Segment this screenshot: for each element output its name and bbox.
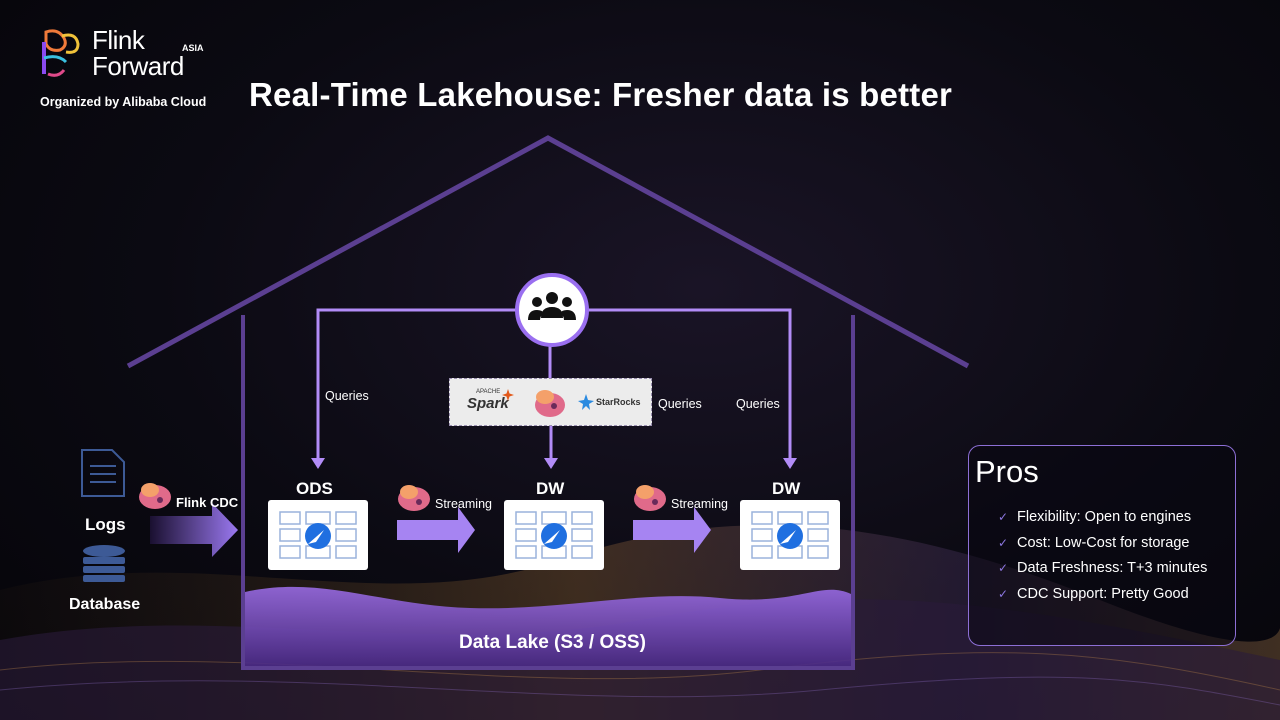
house-roof — [126, 135, 970, 369]
check-icon: ✓ — [998, 510, 1009, 524]
flink-squirrel-icon-stream1 — [398, 485, 430, 511]
spark-logo-text: Spark — [467, 395, 509, 412]
ods-table — [268, 500, 368, 570]
iceberg-table-icon — [751, 511, 829, 559]
spark-star-icon — [502, 389, 514, 401]
dw-table-1 — [504, 500, 604, 570]
dw-table-2 — [740, 500, 840, 570]
pros-title: Pros — [975, 454, 1039, 489]
pros-panel: Pros ✓ Flexibility: Open to engines ✓ Cost… — [968, 445, 1236, 646]
data-lake-label: Data Lake (S3 / OSS) — [459, 632, 646, 653]
iceberg-table-icon — [515, 511, 593, 559]
logo-line-2: Forward — [92, 51, 184, 81]
flink-squirrel-icon-cdc — [139, 483, 171, 509]
database-icon — [83, 545, 125, 582]
spark-small-label: APACHE — [476, 389, 501, 395]
pros-item-text: Data Freshness: T+3 minutes — [1017, 560, 1208, 576]
streaming-label-2: Streaming — [671, 497, 728, 511]
streaming-arrow-2 — [633, 507, 711, 553]
starrocks-icon — [578, 394, 594, 410]
query-arrow-right — [783, 458, 797, 469]
check-icon: ✓ — [998, 561, 1009, 575]
check-icon: ✓ — [998, 586, 1009, 601]
logo-wordmark: Flink Forward — [92, 25, 184, 81]
pros-item-text: CDC Support: Pretty Good — [1017, 585, 1189, 602]
dw-label-2: DW — [772, 479, 801, 498]
queries-label-right: Queries — [736, 397, 780, 411]
queries-label-left: Queries — [325, 389, 369, 403]
query-line-right — [548, 308, 792, 462]
list-item: ✓ Cost: Low-Cost for storage — [998, 534, 1207, 561]
flink-squirrel-icon-stream2 — [634, 485, 666, 511]
query-engines-box: APACHE Spark StarRocks — [449, 378, 652, 426]
query-arrow-mid — [544, 458, 558, 469]
flink-squirrel-icon — [535, 390, 565, 417]
logs-label: Logs — [85, 515, 126, 534]
ods-label: ODS — [296, 479, 333, 498]
list-item: ✓ Data Freshness: T+3 minutes — [998, 560, 1208, 586]
check-icon: ✓ — [998, 535, 1009, 550]
logs-icon — [81, 449, 125, 497]
cdc-arrow — [150, 503, 238, 557]
logo-line-1: Flink — [92, 25, 145, 55]
iceberg-table-icon — [279, 511, 357, 559]
logo-asia-badge: ASIA — [182, 43, 204, 53]
pros-item-text: Flexibility: Open to engines — [1017, 509, 1192, 525]
query-arrow-left — [311, 458, 325, 469]
streaming-arrow-1 — [397, 507, 475, 553]
starrocks-logo-text: StarRocks — [596, 397, 641, 407]
users-icon — [528, 292, 576, 320]
data-lake-water — [245, 586, 851, 666]
organizer-text: Organized by Alibaba Cloud — [40, 95, 207, 109]
pros-item-text: Cost: Low-Cost for storage — [1017, 534, 1190, 551]
streaming-label-1: Streaming — [435, 497, 492, 511]
queries-label-mid: Queries — [658, 397, 702, 411]
flink-forward-logo: Flink Forward ASIA Organized by Alibaba … — [38, 25, 238, 118]
pros-list: ✓ Flexibility: Open to engines ✓ Cost: Low… — [998, 509, 1208, 612]
list-item: ✓ Flexibility: Open to engines — [998, 509, 1207, 535]
query-line-left — [316, 308, 548, 462]
cdc-label: Flink CDC — [176, 495, 239, 510]
database-label: Database — [69, 596, 141, 613]
flink-forward-mark-icon — [42, 29, 80, 77]
list-item: ✓ CDC Support: Pretty Good — [998, 585, 1207, 612]
dw-label-1: DW — [536, 479, 565, 498]
slide-title: Real-Time Lakehouse: Fresher data is bet… — [249, 76, 953, 113]
